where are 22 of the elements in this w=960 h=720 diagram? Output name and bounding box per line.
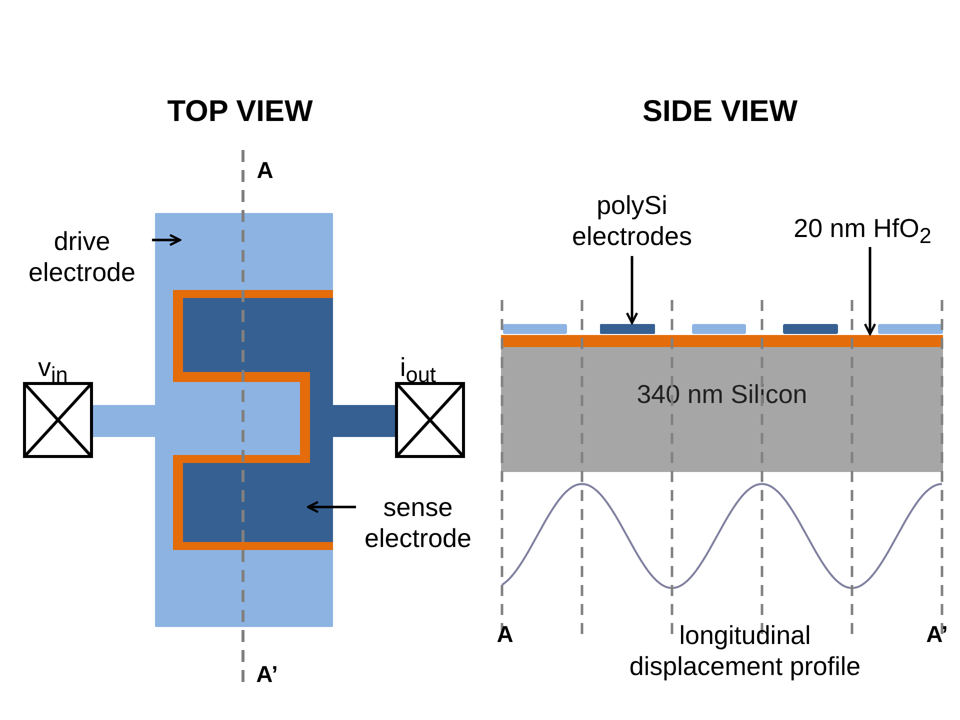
callout-label: sense electrode [358,492,478,556]
leader-arrow [306,500,356,514]
callout-label: drive electrode [14,226,150,290]
callout-label: 20 nm HfO$_{2}$ [770,213,955,245]
leader-arrow [626,256,638,324]
profile-caption: longitudinal displacement profile [628,620,862,682]
polysi-electrode [600,324,655,334]
callout-label: polySi electrodes [557,190,707,254]
sense-electrode [173,290,333,550]
leader-arrow [152,234,182,246]
leader-arrow [864,247,876,336]
pin-label: v$_{in}$ [38,352,68,390]
section-marker: A’ [255,660,279,688]
view-heading: SIDE VIEW [641,94,799,130]
pin-label: i$_{out}$ [400,352,436,390]
view-heading: TOP VIEW [166,94,314,130]
oxide-layer [501,335,943,347]
drive-electrode [155,213,333,627]
section-marker: A [256,156,274,184]
section-marker: A’ [925,620,949,648]
silicon-layer [501,347,943,472]
section-marker: A [496,620,514,648]
